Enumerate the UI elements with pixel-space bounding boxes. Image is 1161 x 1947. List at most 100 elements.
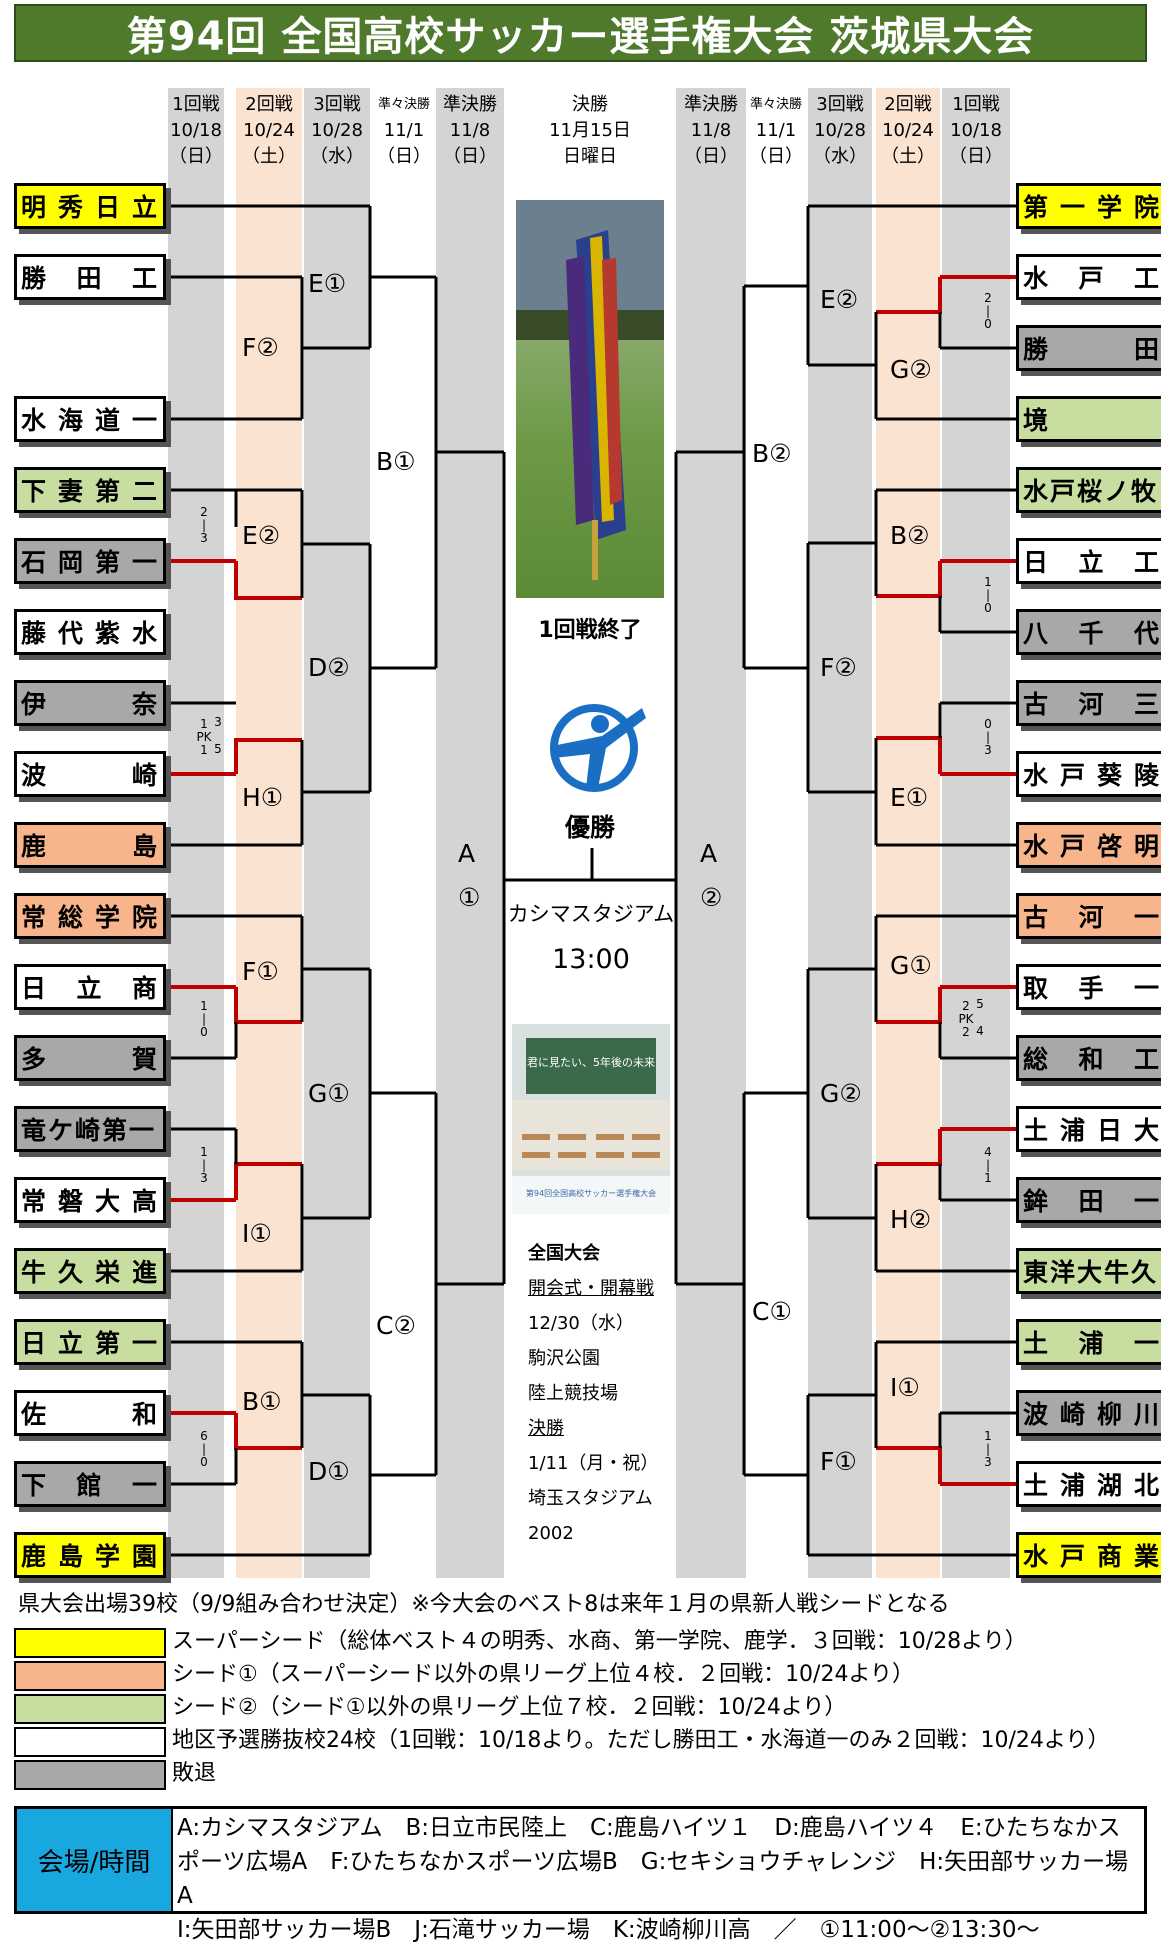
match-label: F① <box>820 1447 857 1476</box>
round2-column-right <box>876 88 940 1578</box>
score-a: 2 <box>984 291 992 305</box>
score-a: 2 <box>200 505 208 519</box>
team-name: 鹿島学園 <box>21 1542 159 1571</box>
team-name: 多賀 <box>21 1045 159 1074</box>
score-sep: | <box>201 1442 207 1456</box>
score-sep: | <box>201 1012 207 1026</box>
team-name: 水戸商業 <box>1023 1542 1161 1571</box>
legend-swatch <box>14 1661 166 1691</box>
round-name: 準々決勝 <box>377 97 430 112</box>
team-name: 勝田工 <box>21 264 159 293</box>
score-b: 3 <box>984 743 992 757</box>
match-label: H① <box>242 783 284 812</box>
round-name: 準々決勝 <box>749 97 802 112</box>
round-date: 11/1 <box>755 120 797 141</box>
match-label: I① <box>242 1219 272 1248</box>
match-label: ① <box>458 883 481 912</box>
team-box: 土浦湖北 <box>1016 1461 1161 1507</box>
round-day: （日） <box>443 146 497 167</box>
round-date: 10/24 <box>882 120 934 141</box>
team-name: 第一学院 <box>1023 193 1161 222</box>
team-box: 日立第一 <box>14 1319 166 1365</box>
final-label: 決勝 <box>528 1418 564 1439</box>
legend-swatch <box>14 1694 166 1724</box>
team-name: 常総学院 <box>21 903 159 932</box>
team-name: 土浦湖北 <box>1023 1471 1161 1500</box>
match-score: 6|0 <box>196 1430 212 1469</box>
team-name: 八千代 <box>1023 619 1161 648</box>
bracket-line <box>876 987 942 1024</box>
round-date: 10/28 <box>311 120 363 141</box>
round-date: 11/8 <box>690 120 732 141</box>
team-box: 鹿島 <box>14 822 166 868</box>
match-label: ② <box>700 883 723 912</box>
round-name: 準決勝 <box>684 94 738 115</box>
match-label: A <box>458 839 476 868</box>
score-a: 4 <box>984 1145 992 1159</box>
match-label: B① <box>242 1387 282 1416</box>
bracket-line <box>234 561 302 600</box>
score-b: 0 <box>984 601 992 615</box>
match-score: 2|0 <box>980 292 996 331</box>
team-box: 常総学院 <box>14 893 166 939</box>
match-label: E② <box>820 285 859 314</box>
round-date: 11/1 <box>383 120 425 141</box>
match-score: 1|0 <box>980 576 996 615</box>
round-day: （土） <box>242 146 296 167</box>
score-b: 0 <box>984 317 992 331</box>
team-name: 藤代紫水 <box>21 619 159 648</box>
status-text: 1回戦終了 <box>538 618 642 643</box>
round-name: 2回戦 <box>884 94 932 115</box>
page-title: 第94回 全国高校サッカー選手権大会 茨城県大会 <box>126 14 1035 60</box>
round-date: 10/24 <box>243 120 295 141</box>
score-sep: | <box>985 1158 991 1172</box>
champion-label: 優勝 <box>564 813 615 842</box>
bracket-line <box>876 1129 942 1166</box>
score-sep: PK <box>958 1012 974 1026</box>
runner-logo-icon <box>542 698 652 794</box>
team-box: 下館一 <box>14 1461 166 1507</box>
legend-text: シード②（シード①以外の県リーグ上位７校．２回戦：10/24より） <box>172 1695 847 1720</box>
team-name: 日立工 <box>1023 548 1161 577</box>
poster-headline: 君に見たい、5年後の未来 <box>527 1056 655 1069</box>
opening-label: 開会式・開幕戦 <box>528 1278 654 1299</box>
bracket-line <box>234 987 302 1024</box>
opening-venue1: 駒沢公園 <box>528 1348 600 1369</box>
team-box: 水戸葵陵 <box>1016 751 1161 797</box>
pk-b: 5 <box>214 742 222 756</box>
final-time: 13:00 <box>552 944 630 975</box>
team-box: 水戸桜ノ牧 <box>1016 467 1161 513</box>
match-label: B② <box>752 439 792 468</box>
round-day: （水） <box>310 146 364 167</box>
bracket-line <box>876 277 942 314</box>
score-sep: PK <box>196 730 212 744</box>
team-box: 日立商 <box>14 964 166 1010</box>
score-a: 1 <box>984 575 992 589</box>
round-day: （水） <box>813 146 867 167</box>
team-box: 勝田 <box>1016 325 1161 371</box>
semifinal-column-left <box>436 88 504 1578</box>
team-box: 波崎柳川 <box>1016 1390 1161 1436</box>
team-box: 土浦日大 <box>1016 1106 1161 1152</box>
match-score: 0|3 <box>980 718 996 757</box>
team-name: 東洋大牛久 <box>1023 1258 1159 1287</box>
team-name: 水海道一 <box>21 406 159 435</box>
team-name: 古河一 <box>1023 903 1161 932</box>
match-label: E① <box>890 783 929 812</box>
opening-date: 12/30（水） <box>528 1313 634 1334</box>
round-name: 準決勝 <box>443 94 497 115</box>
score-b: 0 <box>200 1025 208 1039</box>
team-box: 牛久栄進 <box>14 1248 166 1294</box>
match-label: G② <box>890 355 932 384</box>
round-name: 1回戦 <box>172 94 220 115</box>
score-b: 1 <box>984 1171 992 1185</box>
match-label: B① <box>376 447 416 476</box>
final-venue2: 2002 <box>528 1523 574 1544</box>
match-label: G① <box>890 951 932 980</box>
